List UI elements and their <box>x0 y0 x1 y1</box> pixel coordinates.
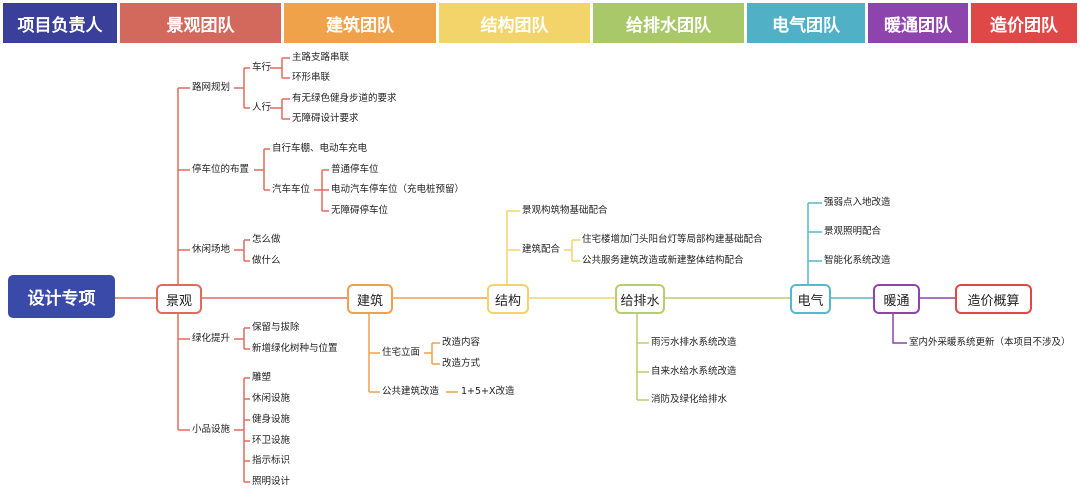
branch-label: 住宅立面 <box>382 347 421 358</box>
leaf-label: 景观照明配合 <box>824 226 882 237</box>
leaf-label: 雨污水排水系统改造 <box>651 337 737 348</box>
root-node[interactable]: 设计专项 <box>8 275 115 318</box>
leaf-label: 改造方式 <box>442 358 481 369</box>
leaf-label: 智能化系统改造 <box>824 255 891 266</box>
leaf-label: 自行车棚、电动车充电 <box>272 143 368 154</box>
leaf-label: 有无绿色健身步道的要求 <box>292 93 397 104</box>
leaf-label: 强弱点入地改造 <box>824 197 891 208</box>
header-architecture-team: 建筑团队 <box>284 3 436 43</box>
node-architecture[interactable]: 建筑 <box>347 284 393 314</box>
leaf-label: 电动汽车停车位（充电桩预留） <box>331 184 465 195</box>
leaf-label: 1+5+X改造 <box>461 386 515 397</box>
branch-label: 人行 <box>252 102 272 113</box>
branch-label: 休闲场地 <box>192 244 231 255</box>
node-landscape[interactable]: 景观 <box>156 284 202 314</box>
leaf-label: 室内外采暖系统更新（本项目不涉及） <box>909 337 1071 348</box>
branch-label: 汽车车位 <box>272 184 311 195</box>
header-electrical-team: 电气团队 <box>747 3 865 43</box>
leaf-label: 住宅楼增加门头阳台灯等局部构建基础配合 <box>582 234 763 245</box>
leaf-label: 自来水给水系统改造 <box>651 366 737 377</box>
leaf-label: 怎么做 <box>252 234 281 245</box>
leaf-label: 环形串联 <box>292 72 331 83</box>
node-hvac[interactable]: 暖通 <box>873 284 920 314</box>
header-landscape-team: 景观团队 <box>120 3 281 43</box>
node-structure[interactable]: 结构 <box>487 284 529 314</box>
header-water-team: 给排水团队 <box>593 3 744 43</box>
leaf-label: 环卫设施 <box>252 435 291 446</box>
leaf-label: 健身设施 <box>252 414 291 425</box>
leaf-label: 景观构筑物基础配合 <box>522 205 608 216</box>
branch-label: 公共建筑改造 <box>382 386 440 397</box>
leaf-label: 雕塑 <box>252 372 272 383</box>
node-water[interactable]: 给排水 <box>615 284 665 314</box>
node-electrical[interactable]: 电气 <box>790 284 831 314</box>
branch-label: 绿化提升 <box>192 333 231 344</box>
leaf-label: 保留与拔除 <box>252 322 300 333</box>
branch-label: 路网规划 <box>192 82 231 93</box>
branch-label: 建筑配合 <box>522 244 561 255</box>
branch-label: 车行 <box>252 62 272 73</box>
leaf-label: 无障碍停车位 <box>331 205 389 216</box>
leaf-label: 照明设计 <box>252 476 291 487</box>
leaf-label: 公共服务建筑改造或新建整体结构配合 <box>582 255 744 266</box>
leaf-label: 改造内容 <box>442 337 481 348</box>
leaf-label: 做什么 <box>252 255 281 266</box>
leaf-label: 主路支路串联 <box>292 52 350 63</box>
leaf-label: 新增绿化树种与位置 <box>252 343 338 354</box>
header-cost-team: 造价团队 <box>971 3 1077 43</box>
leaf-label: 无障碍设计要求 <box>292 113 359 124</box>
leaf-label: 普通停车位 <box>331 164 379 175</box>
branch-label: 停车位的布置 <box>192 164 250 175</box>
header-project-lead: 项目负责人 <box>3 3 117 43</box>
leaf-label: 消防及绿化给排水 <box>651 394 728 405</box>
header-hvac-team: 暖通团队 <box>868 3 968 43</box>
node-cost[interactable]: 造价概算 <box>955 284 1032 314</box>
header-structure-team: 结构团队 <box>439 3 590 43</box>
leaf-label: 指示标识 <box>252 455 291 466</box>
leaf-label: 休闲设施 <box>252 393 291 404</box>
branch-label: 小品设施 <box>192 424 231 435</box>
